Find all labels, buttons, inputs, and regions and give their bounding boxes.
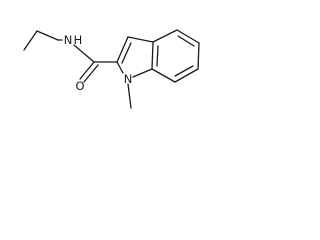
bond-n1-methyl (127, 83, 132, 109)
bond-c2-c3-double (121, 42, 132, 64)
bond-isopropyl-methyl-right (36, 30, 59, 41)
bond-c3a-c7a-double (156, 45, 159, 67)
amide-nitrogen-label: N (64, 33, 73, 47)
bond-c3-c3a (127, 36, 154, 43)
chemical-structure-diagram: N H O N (23, 29, 200, 109)
atom-amide-nitrogen: N H (64, 33, 83, 47)
ring-nitrogen-label: N (124, 72, 133, 86)
bond-carbonyl-oxygen-1 (79, 61, 95, 80)
atom-ring-nitrogen: N (124, 72, 133, 86)
amide-hydrogen-label: H (74, 33, 83, 47)
bond-c7a-n1 (132, 68, 153, 78)
atom-carbonyl-oxygen: O (75, 79, 84, 93)
bond-n1-c2 (116, 61, 124, 74)
carbonyl-oxygen-label: O (75, 79, 84, 93)
bond-c7-c7a (151, 68, 176, 83)
bond-carbonyl-oxygen-2 (83, 64, 99, 83)
bond-c3a-c4 (152, 29, 178, 43)
bond-c5-c6 (197, 42, 200, 70)
bond-c4-c5-double (177, 35, 195, 47)
bond-c6-c7 (174, 68, 199, 83)
bond-c4-c5 (176, 29, 200, 44)
bond-nh-carbonyl (73, 44, 95, 63)
bond-c2-c3 (116, 36, 129, 63)
bond-c3a-c7a (151, 41, 154, 70)
bond-c6-c7-double (174, 65, 194, 77)
bond-isopropyl-methyl-top (23, 30, 38, 51)
